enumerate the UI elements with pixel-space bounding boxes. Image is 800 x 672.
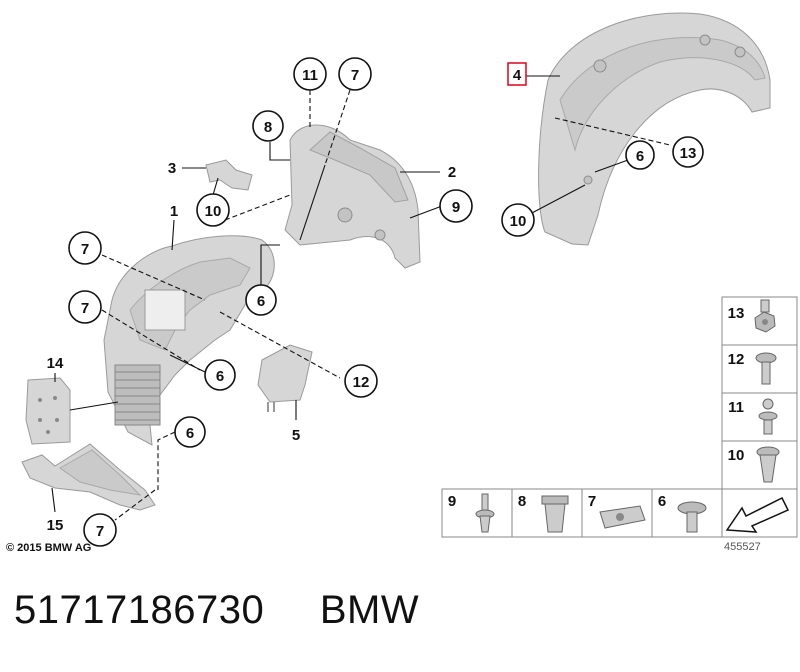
cover-part-12[interactable] <box>257 344 313 412</box>
callout-11: 11 <box>293 57 327 91</box>
svg-text:7: 7 <box>351 67 359 84</box>
wheel-arch-liner-part-4[interactable] <box>538 12 771 246</box>
legend-bottom-row: 9 8 7 6 <box>441 488 798 538</box>
legend-item-7: 7 <box>588 493 646 529</box>
svg-text:8: 8 <box>518 493 526 510</box>
callout-12: 12 <box>344 364 378 398</box>
svg-text:4: 4 <box>513 67 522 84</box>
svg-text:8: 8 <box>264 119 272 136</box>
callout-7-left-lower: 7 <box>68 290 102 324</box>
callout-7-top: 7 <box>338 57 372 91</box>
leader-lines <box>51 75 671 521</box>
brand-name: BMW <box>319 588 420 632</box>
callout-5: 5 <box>292 427 300 444</box>
callout-13: 13 <box>672 136 704 168</box>
svg-text:11: 11 <box>302 67 318 84</box>
svg-text:14: 14 <box>47 355 64 372</box>
legend-item-11: 11 <box>728 398 778 435</box>
callout-1: 1 <box>170 203 178 220</box>
svg-text:6: 6 <box>636 148 644 165</box>
legend-item-10: 10 <box>728 446 780 483</box>
legend-item-12: 12 <box>728 351 777 385</box>
callout-6-top-right: 6 <box>625 140 655 170</box>
svg-text:7: 7 <box>81 300 89 317</box>
plate-part-14[interactable] <box>25 377 71 445</box>
legend-right-column: 13 12 11 10 <box>721 296 798 490</box>
callout-10-left: 10 <box>196 193 230 227</box>
svg-text:12: 12 <box>353 374 370 391</box>
callout-8: 8 <box>252 110 284 142</box>
svg-text:10: 10 <box>728 447 745 464</box>
assembly-direction-arrow-icon <box>725 496 790 533</box>
svg-text:7: 7 <box>96 523 104 540</box>
svg-text:13: 13 <box>728 305 745 322</box>
svg-text:6: 6 <box>186 425 194 442</box>
svg-text:11: 11 <box>728 399 744 416</box>
diagram-id: 455527 <box>724 541 761 553</box>
copyright-notice: © 2015 BMW AG <box>6 542 92 554</box>
bracket-part-3[interactable] <box>205 159 253 191</box>
callout-3: 3 <box>168 160 176 177</box>
legend-item-9: 9 <box>448 493 495 533</box>
svg-text:6: 6 <box>257 293 265 310</box>
svg-text:15: 15 <box>47 517 64 534</box>
footer-caption: 51717186730 BMW <box>14 588 419 633</box>
callout-6-lower-middle: 6 <box>204 359 236 391</box>
part-number: 51717186730 <box>14 588 265 632</box>
callout-2: 2 <box>448 164 456 181</box>
callout-6-lower-left: 6 <box>174 416 206 448</box>
svg-text:5: 5 <box>292 427 300 444</box>
svg-text:6: 6 <box>658 493 666 510</box>
callout-10-top-right: 10 <box>501 203 535 237</box>
callout-6-middle: 6 <box>245 284 277 316</box>
svg-text:9: 9 <box>448 493 456 510</box>
legend-item-8: 8 <box>518 493 569 533</box>
legend-item-13: 13 <box>728 299 776 333</box>
legend-item-6: 6 <box>658 493 707 533</box>
callout-4: 4 <box>507 62 527 86</box>
deflector-part-15[interactable] <box>21 443 156 511</box>
callout-9: 9 <box>439 189 473 223</box>
svg-text:13: 13 <box>680 145 697 162</box>
svg-text:6: 6 <box>216 368 224 385</box>
callout-7-bottom: 7 <box>83 513 117 547</box>
svg-text:10: 10 <box>205 203 222 220</box>
callout-15: 15 <box>47 517 64 534</box>
svg-text:7: 7 <box>588 493 596 510</box>
svg-text:9: 9 <box>452 199 460 216</box>
svg-text:10: 10 <box>510 213 527 230</box>
svg-text:12: 12 <box>728 351 745 368</box>
wheel-housing-liner-part-2[interactable] <box>284 124 421 269</box>
callout-14: 14 <box>47 355 64 372</box>
callout-7-left-upper: 7 <box>68 231 102 265</box>
front-wheel-arch-liner-part-1[interactable] <box>103 235 275 446</box>
svg-text:3: 3 <box>168 160 176 177</box>
svg-text:7: 7 <box>81 241 89 258</box>
svg-text:2: 2 <box>448 164 456 181</box>
parts-diagram: 4 13 6 10 11 7 8 2 9 3 10 1 7 <box>21 12 798 547</box>
svg-text:1: 1 <box>170 203 178 220</box>
